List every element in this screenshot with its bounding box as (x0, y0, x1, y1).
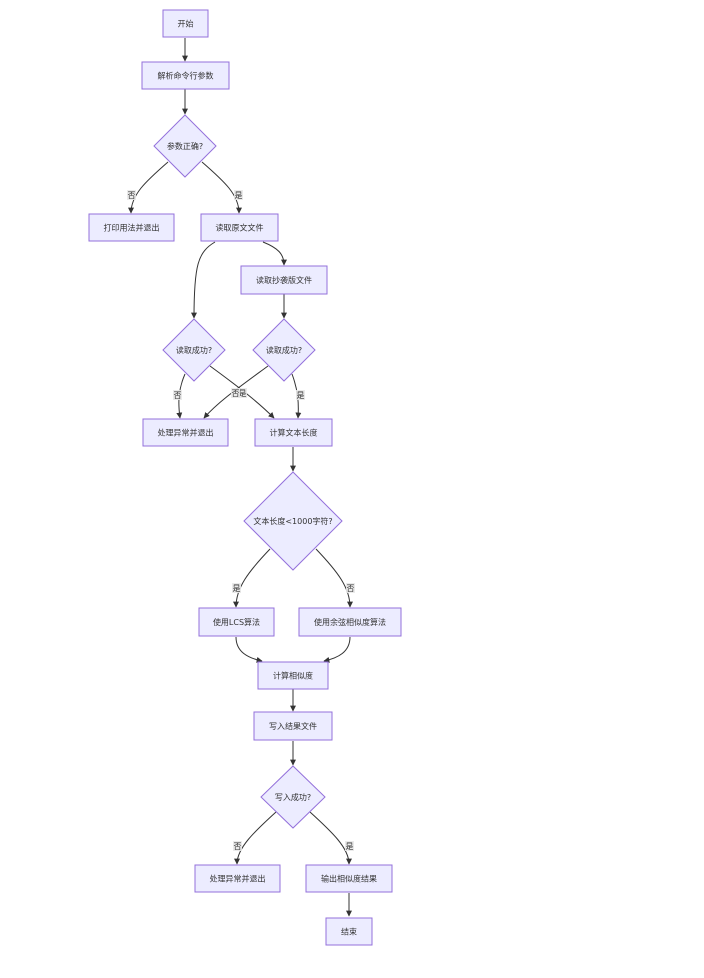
node-print-usage-label: 打印用法并退出 (104, 223, 160, 233)
node-start-label: 开始 (178, 19, 194, 29)
node-handle-err-2-label: 处理异常并退出 (210, 874, 266, 884)
node-write-file-label: 写入结果文件 (269, 721, 317, 731)
node-len-check: 文本长度<1000字符? (243, 471, 343, 571)
edge-label-read1-yes: 是 (239, 389, 247, 398)
node-len-check-label: 文本长度<1000字符? (253, 516, 332, 526)
node-parse-label: 解析命令行参数 (158, 71, 214, 81)
node-read-ok-2-label: 读取成功? (266, 345, 302, 355)
node-check-args: 参数正确? (153, 114, 217, 178)
node-calc-sim: 计算相似度 (257, 661, 329, 690)
edge-check-usage (128, 161, 169, 214)
node-read-copy: 读取抄袭版文件 (240, 265, 328, 295)
node-start: 开始 (162, 9, 209, 38)
edge-label-len-no: 否 (347, 584, 355, 593)
node-calc-len-label: 计算文本长度 (270, 428, 318, 438)
node-parse: 解析命令行参数 (141, 61, 230, 90)
node-read-copy-label: 读取抄袭版文件 (256, 275, 312, 285)
edge-orig-readok1 (191, 241, 216, 319)
edge-label-write-no: 否 (234, 842, 242, 851)
node-calc-len: 计算文本长度 (254, 418, 333, 447)
node-handle-err-1: 处理异常并退出 (142, 418, 229, 447)
edge-readok2-err (203, 365, 269, 419)
edge-readok1-calclen (209, 365, 275, 419)
node-output: 输出相似度结果 (305, 864, 393, 893)
edge-labels: 否 是 否 是 否 是 是 否 否 是 (127, 190, 355, 851)
edge-check-read-orig (201, 161, 242, 214)
node-handle-err-2: 处理异常并退出 (194, 864, 281, 893)
node-write-ok-label: 写入成功? (275, 792, 311, 802)
node-read-ok-1-label: 读取成功? (176, 345, 212, 355)
node-output-label: 输出相似度结果 (321, 874, 377, 884)
node-calc-sim-label: 计算相似度 (273, 671, 313, 681)
node-lcs: 使用LCS算法 (198, 607, 275, 637)
node-end-label: 结束 (341, 927, 357, 937)
edge-label-read2-no: 否 (232, 389, 240, 398)
edge-label-args-no: 否 (128, 191, 136, 200)
edge-lencheck-cosine (315, 548, 353, 608)
edge-lencheck-lcs (233, 548, 271, 608)
node-cosine-label: 使用余弦相似度算法 (314, 617, 386, 627)
edge-lcs-calcsim (235, 636, 263, 663)
node-read-orig: 读取原文文件 (200, 213, 279, 242)
edge-label-args-yes: 是 (235, 191, 243, 200)
node-write-file: 写入结果文件 (253, 711, 333, 741)
node-read-ok-2: 读取成功? (252, 318, 316, 382)
node-read-ok-1: 读取成功? (162, 318, 226, 382)
edge-orig-readcopy (262, 241, 287, 266)
node-lcs-label: 使用LCS算法 (213, 617, 260, 627)
node-handle-err-1-label: 处理异常并退出 (158, 428, 214, 438)
edge-cosine-calcsim (323, 636, 351, 663)
edge-label-write-yes: 是 (346, 842, 354, 851)
node-print-usage: 打印用法并退出 (88, 213, 175, 242)
node-end: 结束 (325, 917, 373, 946)
node-check-args-label: 参数正确? (167, 141, 203, 151)
node-write-ok: 写入成功? (260, 765, 326, 829)
edge-label-len-yes: 是 (233, 584, 241, 593)
edges (128, 38, 353, 917)
edge-label-read2-yes: 是 (297, 391, 305, 400)
edge-writeok-output (309, 811, 352, 865)
nodes: 开始 解析命令行参数 参数正确? 打印用法并退出 读取原文文件 读取抄袭版文件 … (88, 9, 402, 946)
node-read-orig-label: 读取原文文件 (216, 223, 264, 233)
node-cosine: 使用余弦相似度算法 (298, 607, 402, 637)
edge-label-read1-no: 否 (174, 391, 182, 400)
edge-writeok-err (234, 811, 277, 865)
